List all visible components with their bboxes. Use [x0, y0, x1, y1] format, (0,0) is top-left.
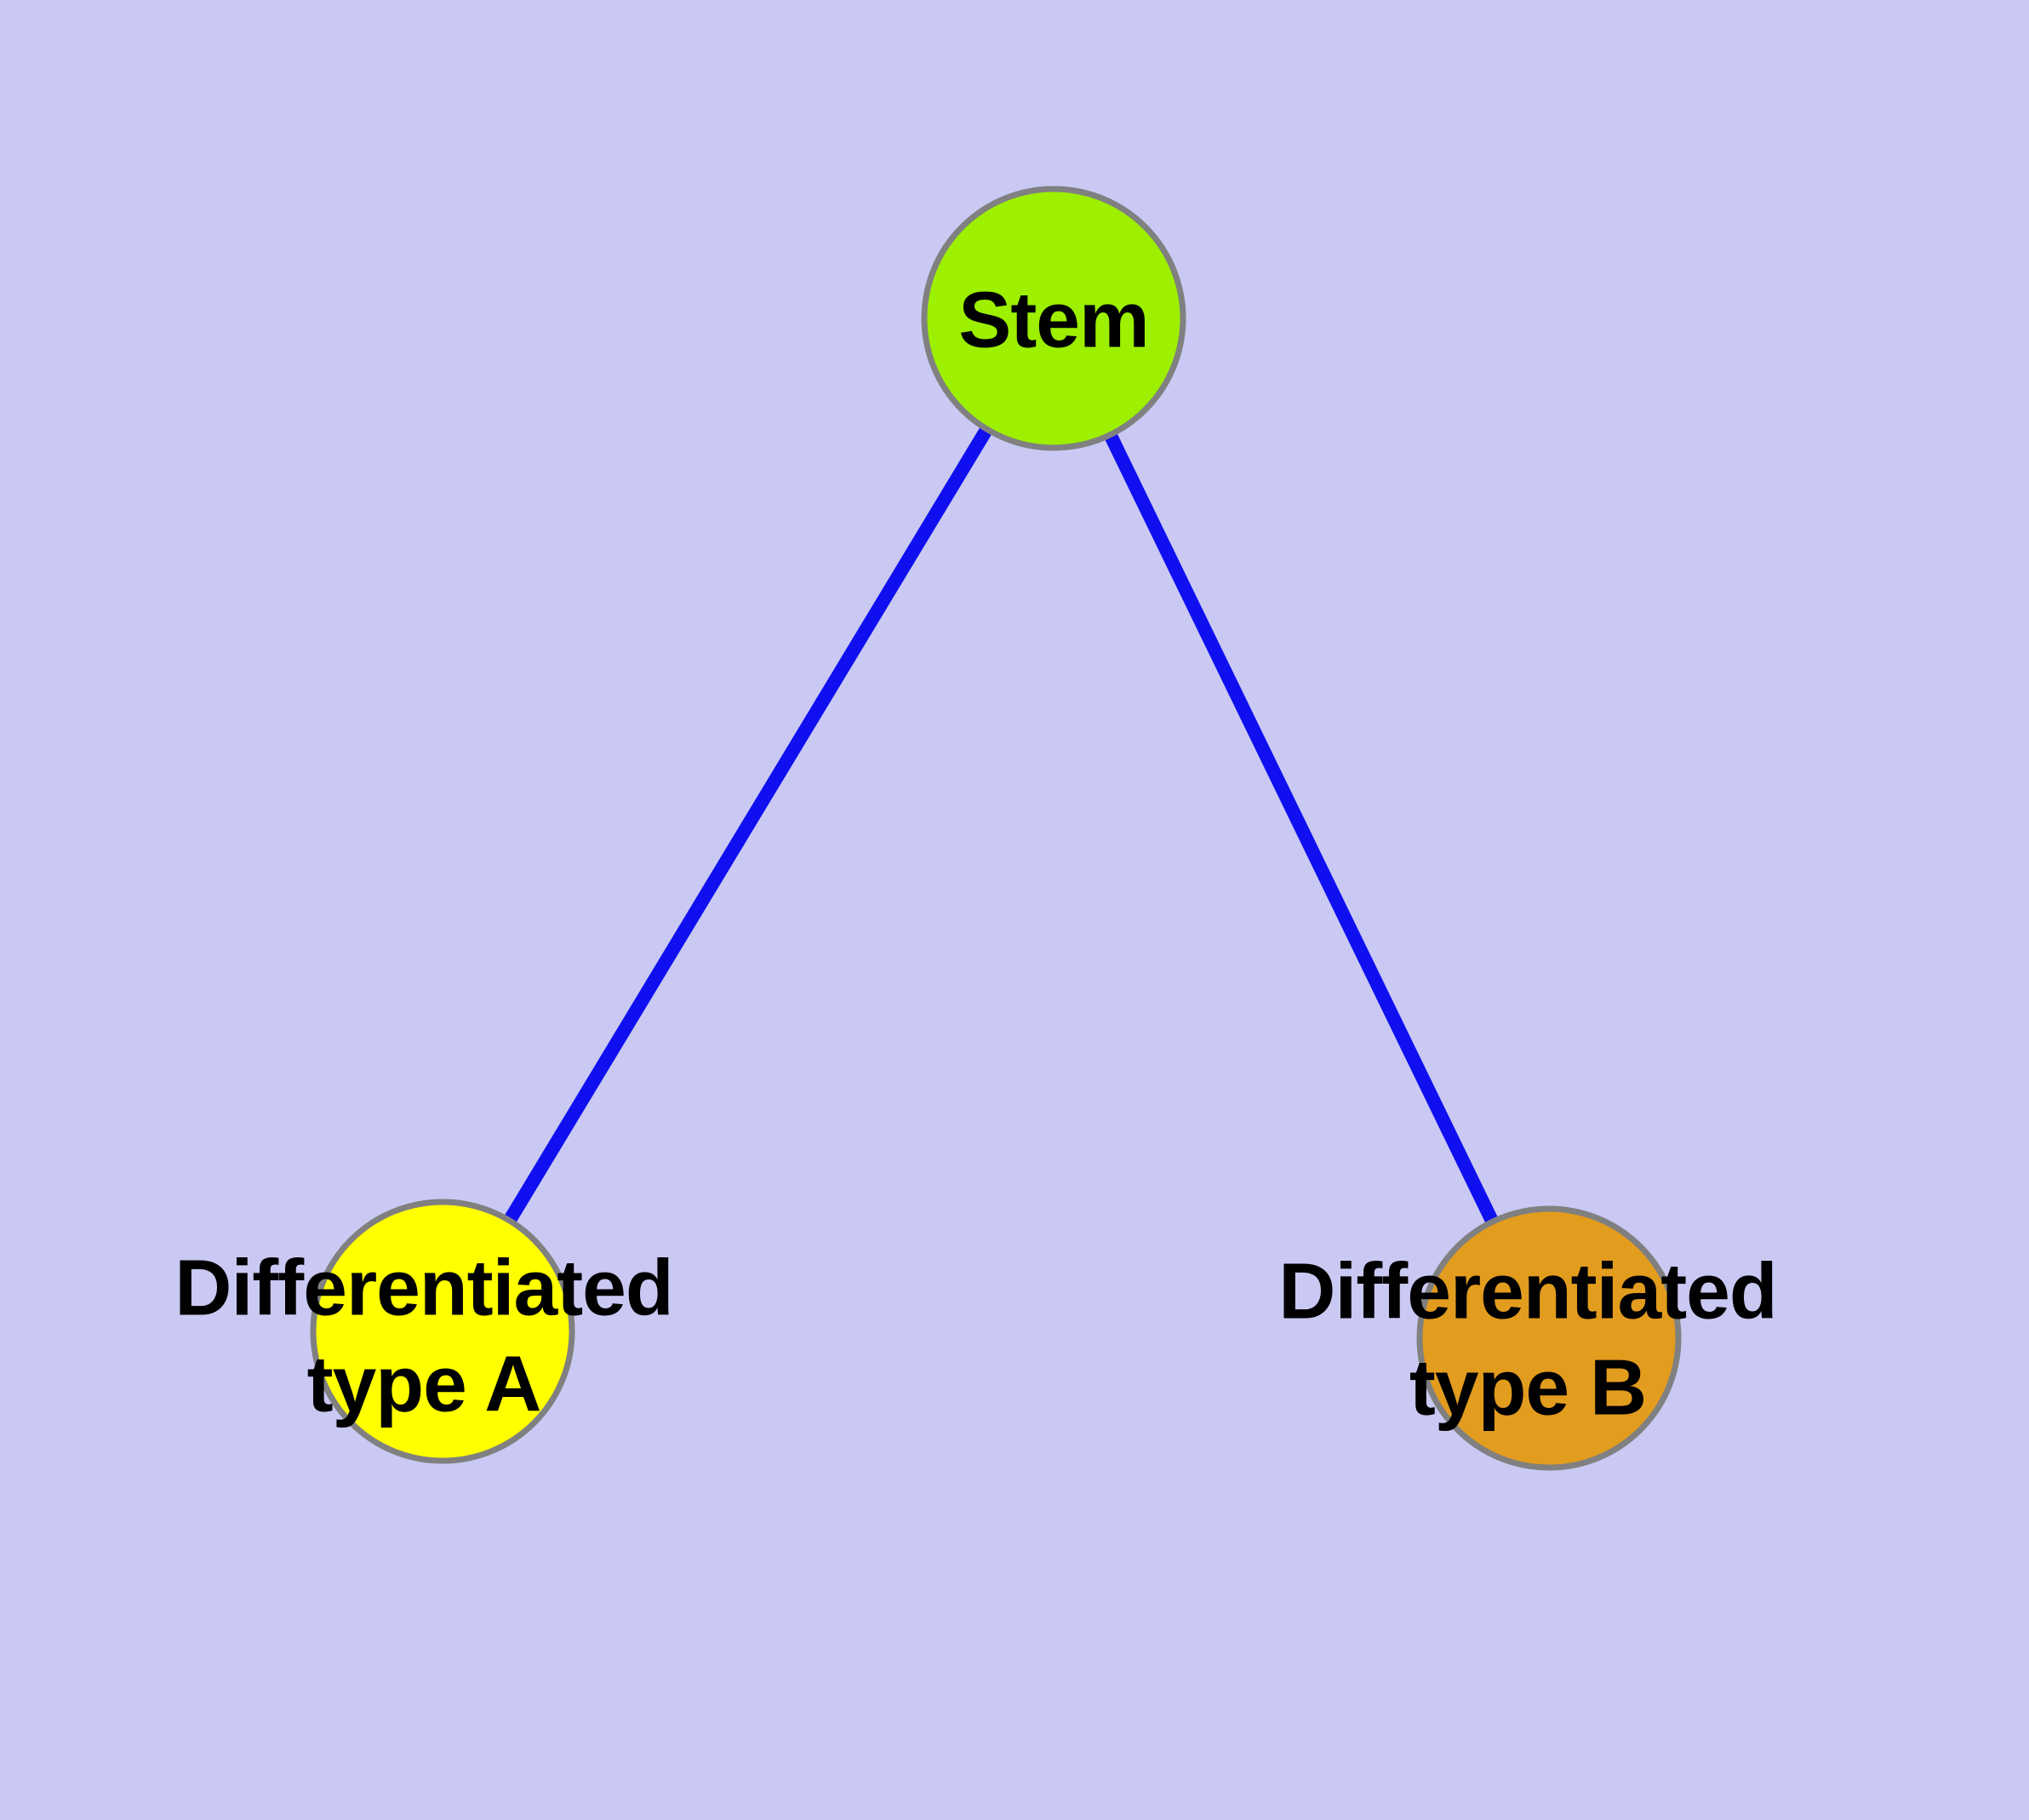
edge-stem-to-type-b: [1047, 315, 1556, 1342]
type-b-node-label: Differentiated type B: [1278, 1246, 1777, 1432]
type-a-node-label: Differentiated type A: [174, 1243, 673, 1428]
stem-node-circle: [921, 186, 1186, 451]
type-a-node-circle: [310, 1199, 575, 1464]
edge-stem-to-type-a: [437, 314, 1060, 1336]
type-b-node-circle: [1416, 1205, 1682, 1471]
stem-node-label: Stem: [958, 275, 1149, 364]
